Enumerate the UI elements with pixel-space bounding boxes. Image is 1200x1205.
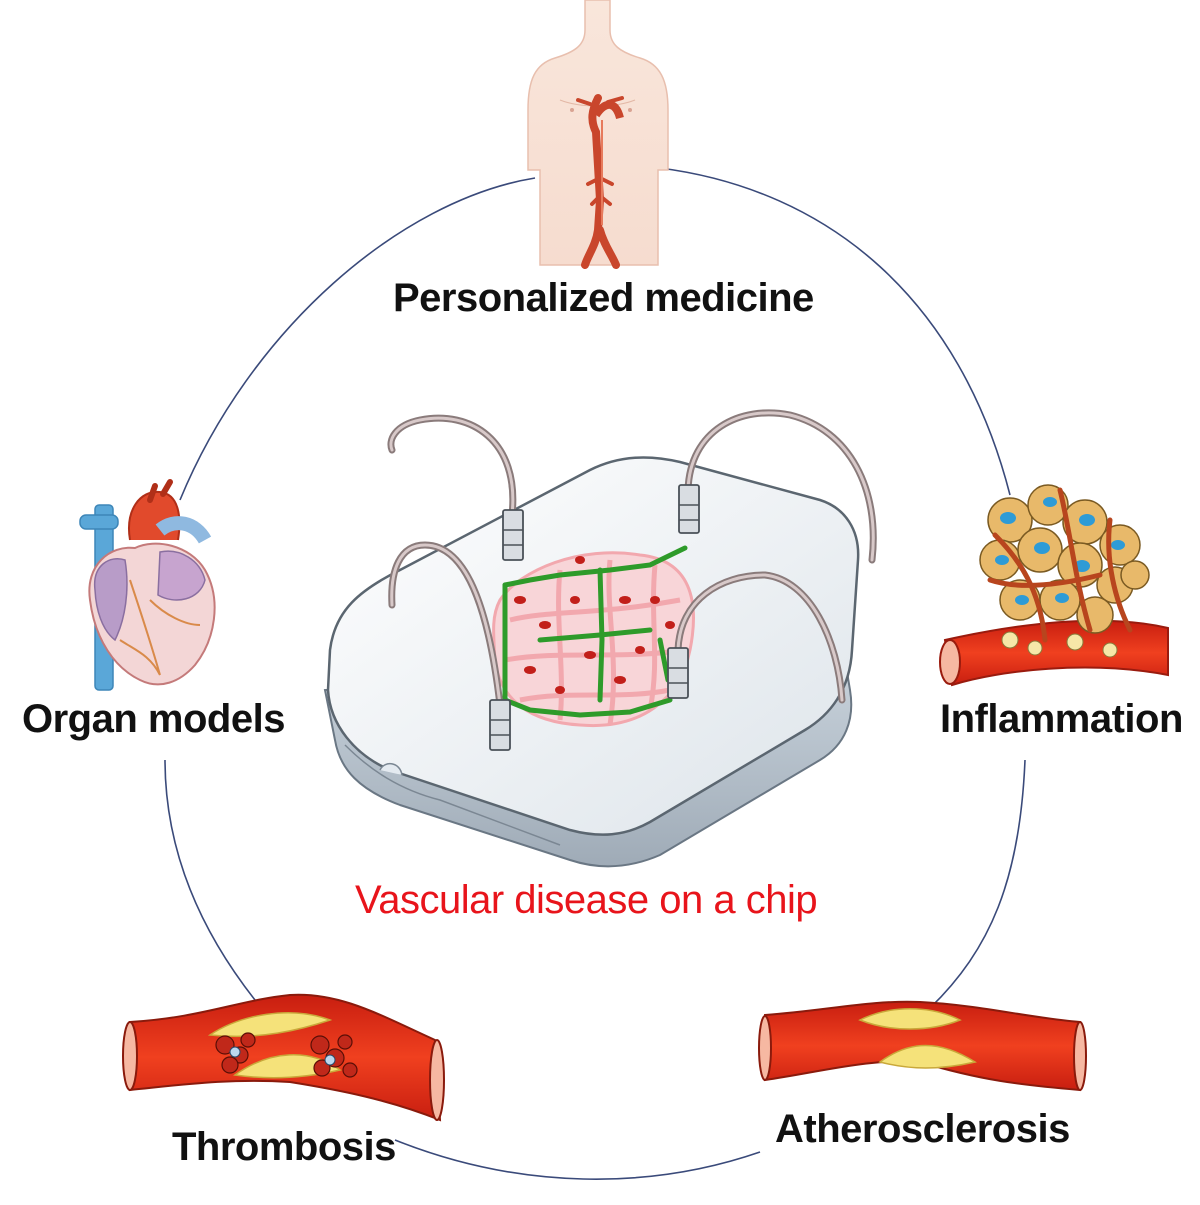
node-label-organ-models: Organ models: [22, 697, 285, 741]
atherosclerotic-vessel-icon: [758, 1000, 1087, 1092]
center-title: Vascular disease on a chip: [355, 878, 818, 922]
thrombosed-vessel-icon: [122, 993, 445, 1122]
heart-icon: [79, 479, 216, 691]
node-label-atherosclerosis: Atherosclerosis: [775, 1107, 1070, 1151]
microfluidic-chip-icon: [323, 409, 877, 868]
node-label-inflammation: Inflammation: [940, 697, 1183, 741]
node-label-thrombosis: Thrombosis: [172, 1125, 396, 1169]
torso-aorta-icon: [527, 0, 669, 269]
inflamed-tissue-icon: [939, 484, 1169, 687]
cycle-line: [164, 167, 1026, 1180]
node-label-personalized-medicine: Personalized medicine: [393, 276, 814, 320]
